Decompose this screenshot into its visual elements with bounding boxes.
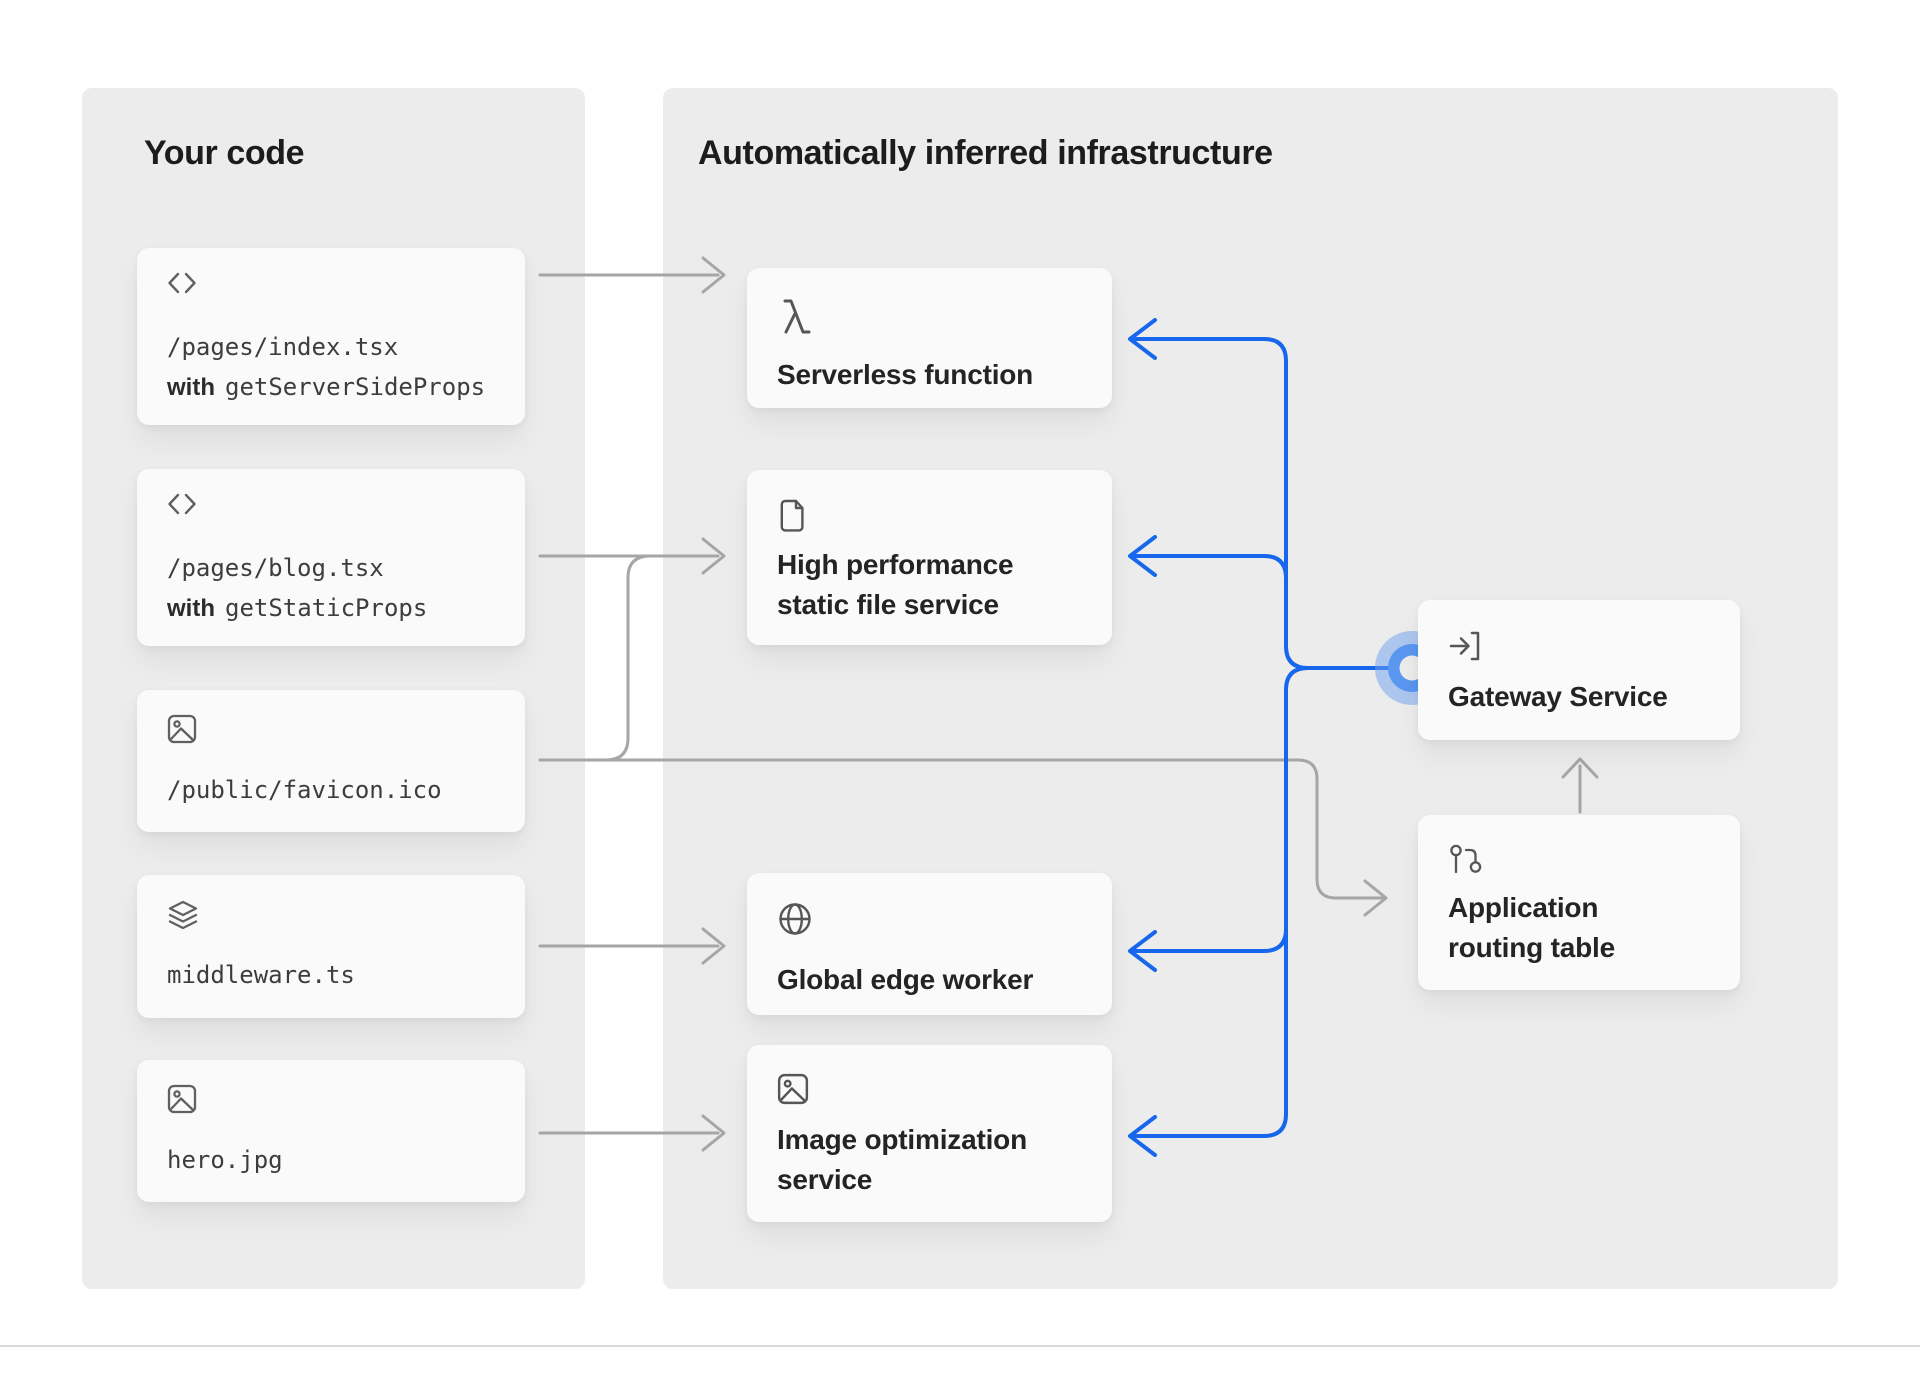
code-icon bbox=[167, 272, 197, 294]
file-path: /public/favicon.ico bbox=[167, 776, 442, 804]
file-path: /pages/blog.tsx bbox=[167, 554, 384, 582]
card-gateway-service: Gateway Service bbox=[1418, 600, 1740, 740]
globe-icon bbox=[777, 901, 813, 937]
route-icon bbox=[1448, 843, 1482, 877]
card-application-routing-table: Application routing table bbox=[1418, 815, 1740, 990]
card-static-file-service: High performance static file service bbox=[747, 470, 1112, 645]
login-icon bbox=[1448, 630, 1482, 662]
infra-label-line: High performance bbox=[777, 549, 1014, 580]
page-divider bbox=[0, 1345, 1920, 1347]
file-path: hero.jpg bbox=[167, 1146, 283, 1174]
card-image-optimization: Image optimization service bbox=[747, 1045, 1112, 1222]
infra-label-line: static file service bbox=[777, 589, 999, 620]
code-icon bbox=[167, 493, 197, 515]
card-global-edge-worker: Global edge worker bbox=[747, 873, 1112, 1015]
file-path: /pages/index.tsx bbox=[167, 333, 399, 361]
infra-label-line: service bbox=[777, 1164, 873, 1195]
infrastructure-title: Automatically inferred infrastructure bbox=[698, 134, 1273, 172]
infra-label-line: routing table bbox=[1448, 932, 1615, 963]
lambda-icon bbox=[777, 296, 813, 338]
image-icon bbox=[167, 714, 197, 744]
card-hero: hero.jpg bbox=[137, 1060, 525, 1202]
card-middleware: middleware.ts bbox=[137, 875, 525, 1018]
infra-label-line: Application bbox=[1448, 892, 1599, 923]
line-favicon-branch-to-staticfile bbox=[604, 554, 652, 762]
infra-label-line: Global edge worker bbox=[777, 964, 1034, 995]
image-icon bbox=[777, 1073, 809, 1105]
file-path: middleware.ts bbox=[167, 961, 355, 989]
infra-label-line: Gateway Service bbox=[1448, 681, 1668, 712]
infra-label-line: Serverless function bbox=[777, 359, 1034, 390]
layers-icon bbox=[167, 899, 199, 931]
card-serverless-function: Serverless function bbox=[747, 268, 1112, 408]
card-favicon: /public/favicon.ico bbox=[137, 690, 525, 832]
infra-label-line: Image optimization bbox=[777, 1124, 1027, 1155]
file-icon bbox=[777, 498, 807, 534]
your-code-title: Your code bbox=[144, 134, 305, 172]
image-icon bbox=[167, 1084, 197, 1114]
